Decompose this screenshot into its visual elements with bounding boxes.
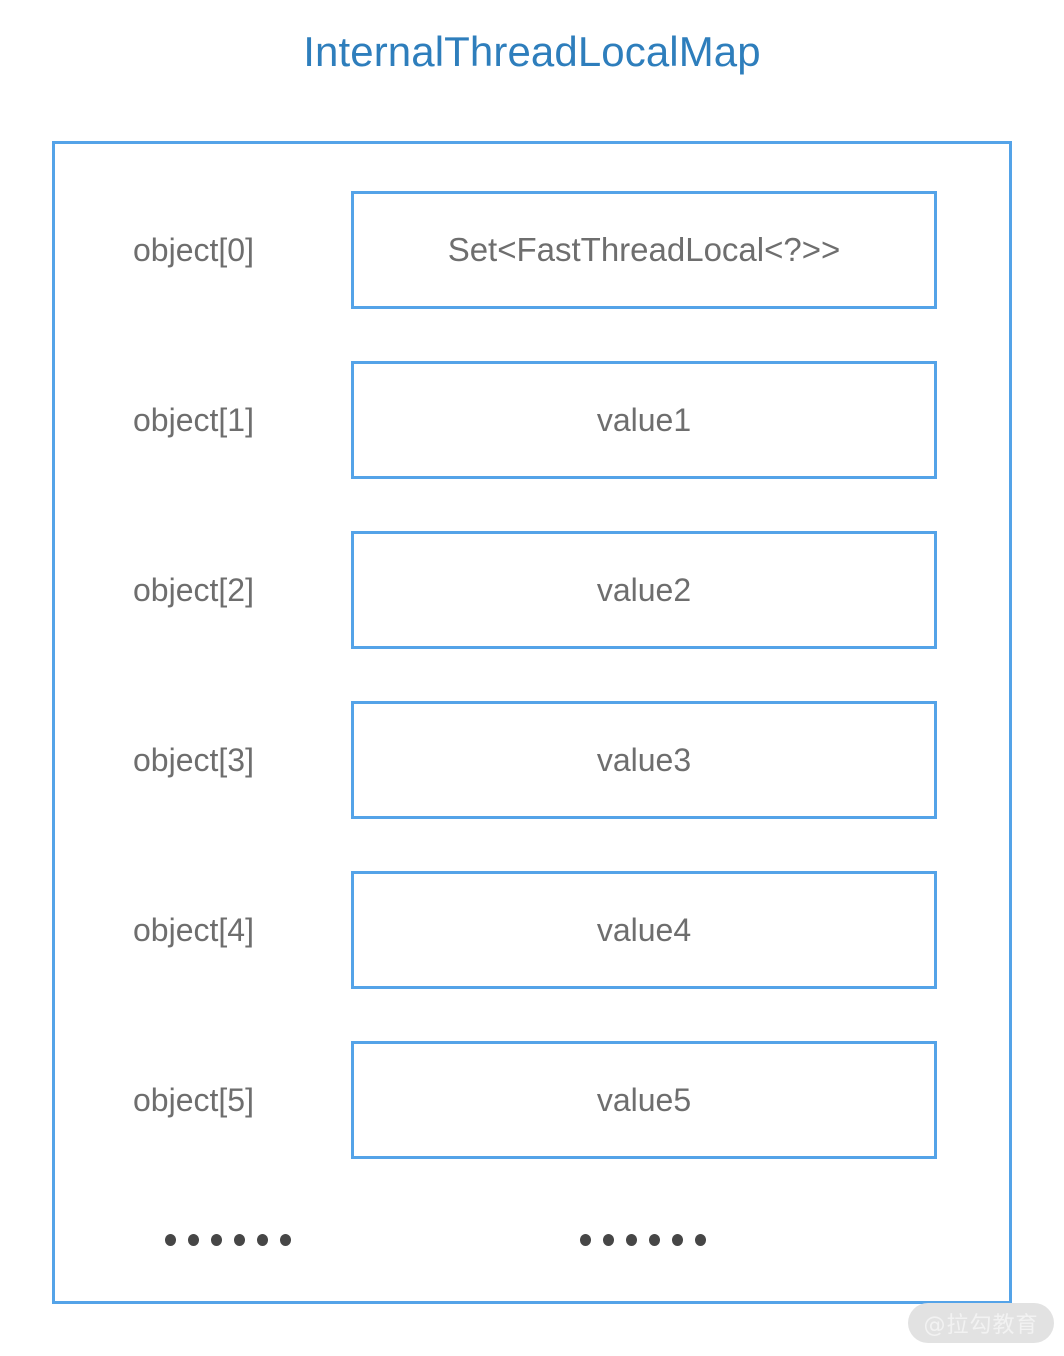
- ellipsis-labels-icon: [165, 1234, 291, 1246]
- watermark-label: @拉勾教育: [923, 1313, 1039, 1338]
- slot-label-5: object[5]: [133, 1081, 254, 1118]
- watermark: @拉勾教育: [908, 1303, 1054, 1343]
- slot-row: object[5] value5: [55, 1041, 1009, 1159]
- slot-label-2: object[2]: [133, 571, 254, 608]
- slot-value-1: value1: [596, 401, 692, 438]
- ellipsis-row: [55, 1214, 1009, 1274]
- slot-value-2: value2: [596, 571, 692, 608]
- slot-label-3: object[3]: [133, 741, 254, 778]
- ellipsis-dot: [672, 1234, 683, 1246]
- slot-value-0: Set<FastThreadLocal<?>>: [447, 231, 841, 268]
- slot-row: object[4] value4: [55, 871, 1009, 989]
- slot-box-0[interactable]: Set<FastThreadLocal<?>>: [351, 191, 937, 309]
- ellipsis-dot: [234, 1234, 245, 1246]
- slot-label-0: object[0]: [133, 231, 254, 268]
- ellipsis-dot: [280, 1234, 291, 1246]
- ellipsis-dot: [695, 1234, 706, 1246]
- slot-value-4: value4: [596, 911, 692, 948]
- ellipsis-dot: [626, 1234, 637, 1246]
- ellipsis-dot: [211, 1234, 222, 1246]
- ellipsis-values-icon: [580, 1234, 706, 1246]
- slot-box-5[interactable]: value5: [351, 1041, 937, 1159]
- slot-value-3: value3: [596, 741, 692, 778]
- ellipsis-dot: [580, 1234, 591, 1246]
- slot-box-1[interactable]: value1: [351, 361, 937, 479]
- internal-thread-local-map-container: object[0] Set<FastThreadLocal<?>> object…: [52, 141, 1012, 1304]
- page-title: InternalThreadLocalMap: [303, 28, 761, 75]
- ellipsis-dot: [649, 1234, 660, 1246]
- ellipsis-dot: [165, 1234, 176, 1246]
- ellipsis-dot: [257, 1234, 268, 1246]
- ellipsis-dot: [188, 1234, 199, 1246]
- slot-row: object[2] value2: [55, 531, 1009, 649]
- slot-label-4: object[4]: [133, 911, 254, 948]
- slot-row: object[1] value1: [55, 361, 1009, 479]
- slot-label-1: object[1]: [133, 401, 254, 438]
- slot-box-2[interactable]: value2: [351, 531, 937, 649]
- slot-row: object[0] Set<FastThreadLocal<?>>: [55, 191, 1009, 309]
- slot-box-3[interactable]: value3: [351, 701, 937, 819]
- slot-box-4[interactable]: value4: [351, 871, 937, 989]
- slot-row: object[3] value3: [55, 701, 1009, 819]
- slot-value-5: value5: [596, 1081, 692, 1118]
- ellipsis-dot: [603, 1234, 614, 1246]
